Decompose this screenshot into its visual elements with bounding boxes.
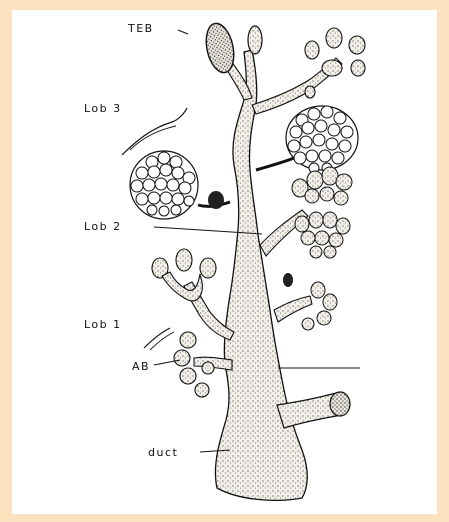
lob3-brace-2: [130, 126, 176, 150]
label-teb: TEB: [127, 22, 154, 35]
terminal-end-bud-2: [248, 26, 262, 54]
mammary-gland-diagram: TEB Lob 3 Lob 2 Lob 1 AB duct: [12, 10, 437, 514]
lob1-brace-2: [150, 332, 174, 350]
end-bud-right: [330, 392, 350, 416]
lob3-junction-dark: [208, 191, 224, 209]
lob3-right-stalk: [256, 158, 294, 170]
label-duct: duct: [148, 446, 178, 459]
figure-panel: TEB Lob 3 Lob 2 Lob 1 AB duct: [12, 10, 437, 514]
lob1-finger-buds: [152, 249, 216, 301]
alveolar-bud-cluster-top: [305, 28, 365, 98]
lobule-3-cluster-left: [130, 151, 198, 219]
label-ab: AB: [132, 360, 150, 373]
lob1-brace: [144, 328, 170, 348]
small-dark-bud: [283, 273, 293, 287]
lobule-2-cluster-upper: [292, 167, 352, 205]
label-lob1: Lob 1: [84, 318, 122, 331]
lobule-2-cluster-lower: [295, 212, 350, 258]
teb-leader: [178, 30, 188, 34]
lobule-3-cluster-right: [286, 106, 358, 173]
label-lob2: Lob 2: [84, 220, 122, 233]
label-lob3: Lob 3: [84, 102, 122, 115]
